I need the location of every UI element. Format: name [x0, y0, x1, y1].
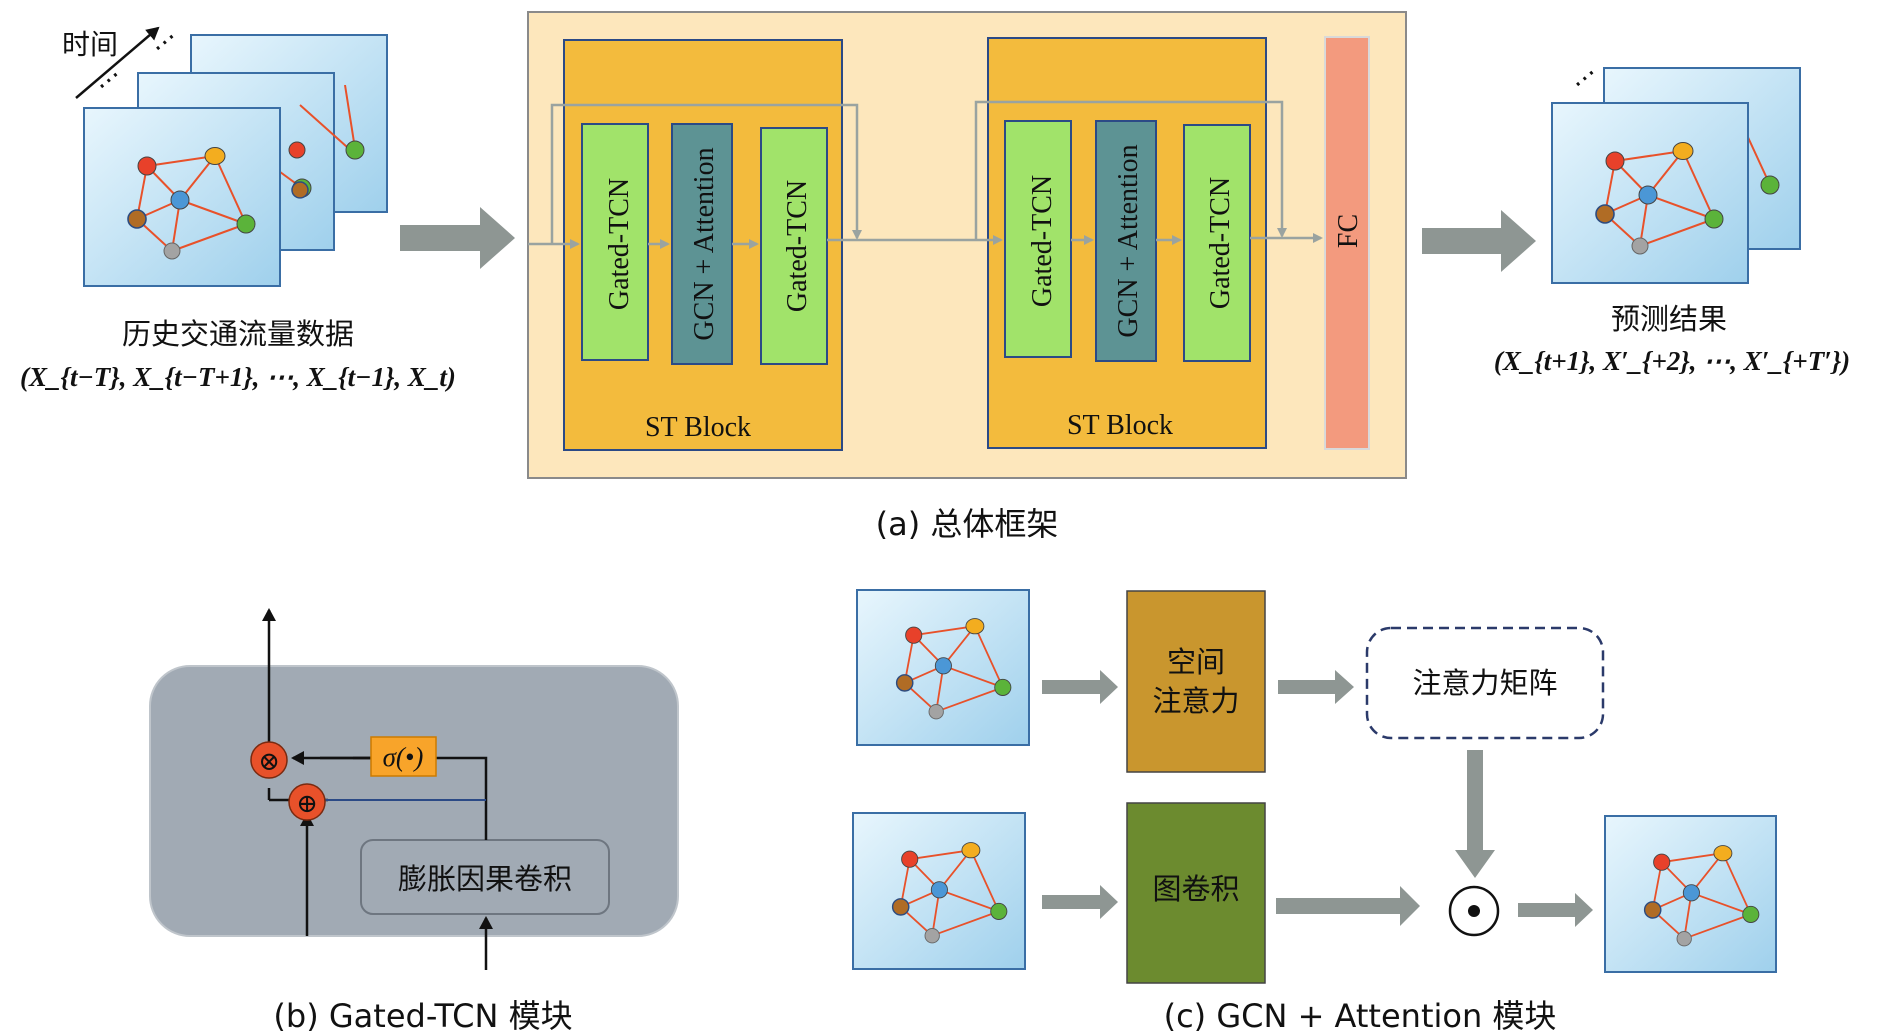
- input-caption: 历史交通流量数据: [122, 317, 354, 351]
- gated-tcn-box: [760, 127, 828, 365]
- multiply-icon: [250, 741, 288, 779]
- big-arrow-icon: [400, 207, 515, 269]
- panel-c-gcn-attention: 空间 注意力 注意力矩阵 图卷积 (c) GCN + Attention 模块: [852, 589, 1777, 1033]
- time-label: 时间: [62, 28, 118, 61]
- output-caption: 预测结果: [1611, 302, 1727, 336]
- gated-tcn-label: Gated-TCN: [604, 178, 635, 310]
- arrow-icon: [1518, 893, 1593, 927]
- panel-b-caption: (b) Gated-TCN 模块: [273, 997, 572, 1033]
- multiply-symbol: ⊗: [258, 747, 280, 777]
- add-icon: [288, 783, 326, 821]
- panel-c-caption: (c) GCN + Attention 模块: [1164, 997, 1557, 1033]
- hadamard-dot: [1468, 905, 1480, 917]
- time-arrow: [75, 26, 160, 99]
- graph-conv-label: 图卷积: [1152, 872, 1239, 906]
- attention-matrix-label: 注意力矩阵: [1412, 666, 1557, 700]
- graph-conv-box: [1126, 802, 1266, 984]
- st-block-label: ST Block: [645, 412, 751, 443]
- gcn-attention-label: GCN + Attention: [1113, 144, 1144, 337]
- gcn-attention-box: [1095, 120, 1157, 362]
- spatial-attention-label-line2: 注意力: [1152, 684, 1239, 718]
- sigma-gate-box: [370, 736, 437, 777]
- spatial-attention-box: [1126, 590, 1266, 773]
- dilated-causal-conv-label: 膨胀因果卷积: [398, 862, 572, 896]
- gated-tcn-label: Gated-TCN: [1027, 175, 1058, 307]
- arrow-icon: [1042, 670, 1118, 704]
- ellipsis-icon: ⋯: [145, 23, 184, 63]
- big-arrow-icon: [1422, 210, 1536, 272]
- panel-a-overall-framework: 时间 ⋯ ⋯ 历史交通流量数据 (X_{t−T}, X_{t−T+1}, ⋯, …: [20, 11, 1850, 543]
- flow-lines: [528, 100, 1323, 249]
- arrow-icon: [1276, 886, 1420, 926]
- gated-tcn-label: Gated-TCN: [782, 180, 813, 312]
- output-formula: (X_{t+1}, X′_{+2}, ⋯, X′_{+T′}): [1494, 346, 1850, 376]
- gated-tcn-box: [581, 123, 649, 361]
- input-graph-stack: [83, 34, 388, 287]
- add-symbol: ⊕: [296, 789, 318, 819]
- gated-tcn-label: Gated-TCN: [1205, 177, 1236, 309]
- sigma-gate-label: σ(•): [383, 742, 424, 772]
- input-formula: (X_{t−T}, X_{t−T+1}, ⋯, X_{t−1}, X_t): [20, 362, 456, 392]
- gcn-attention-label: GCN + Attention: [689, 147, 720, 340]
- ellipsis-icon: ⋯: [1565, 59, 1604, 99]
- arrow-icon: [1278, 670, 1354, 704]
- arrow-icon: [1455, 750, 1495, 878]
- gated-tcn-box: [1183, 124, 1251, 362]
- fc-box: [1324, 36, 1370, 450]
- fc-label: FC: [1333, 214, 1364, 248]
- attention-matrix-box: [1365, 626, 1605, 740]
- st-block-label: ST Block: [1067, 410, 1173, 441]
- ellipsis-icon: ⋯: [89, 61, 128, 101]
- spatial-attention-label-line1: 空间: [1167, 645, 1225, 679]
- panel-a-caption: (a) 总体框架: [876, 505, 1059, 543]
- output-graph-stack: [1551, 67, 1801, 284]
- arrow-icon: [1042, 885, 1118, 919]
- panel-b-gated-tcn: 膨胀因果卷积 σ(•) ⊗ ⊕ (b) Gated-TCN 模块: [149, 608, 679, 1033]
